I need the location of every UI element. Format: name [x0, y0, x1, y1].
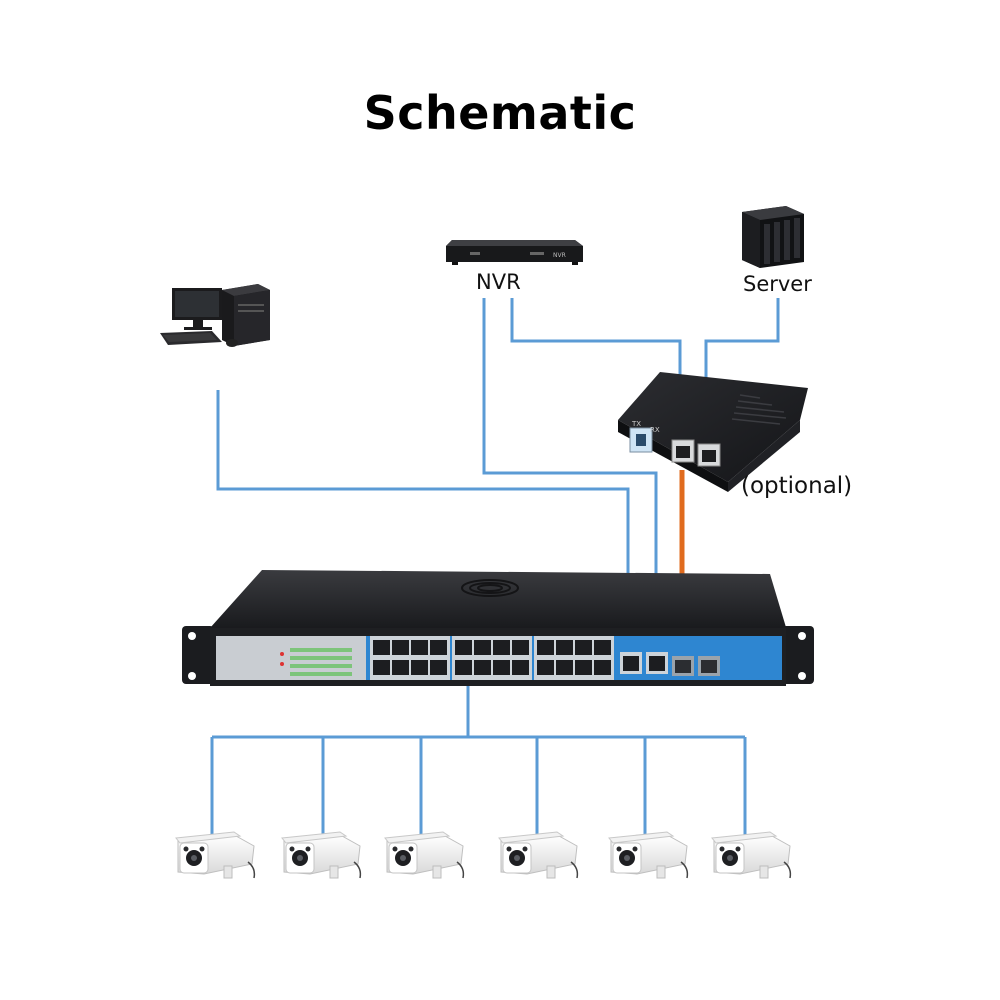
nvr-icon: NVR — [446, 240, 583, 265]
poe-switch-icon — [182, 570, 814, 686]
cable-pc-switch — [216, 390, 630, 645]
cameras — [175, 831, 792, 879]
bullet-camera-icon — [281, 831, 362, 879]
page-title: Schematic — [363, 86, 637, 140]
server-label: Server — [743, 272, 812, 296]
nvr-badge: NVR — [553, 252, 566, 259]
optional-label: (optional) — [741, 473, 853, 499]
bullet-camera-icon — [175, 831, 256, 879]
nvr-label: NVR — [476, 270, 521, 294]
port-led-grid — [290, 648, 352, 676]
cable-nvr-switch — [482, 298, 658, 645]
pc-icon — [160, 284, 270, 347]
rj45-port-blocks — [370, 636, 614, 680]
bullet-camera-icon — [384, 831, 465, 879]
bullet-camera-icon — [498, 831, 579, 879]
converter-rx-label: RX — [650, 426, 660, 434]
server-rack-icon — [742, 206, 804, 268]
ethernet-cables — [210, 298, 780, 840]
media-converter-icon: TX RX — [618, 372, 808, 492]
fan-grille — [461, 579, 519, 597]
bullet-camera-icon — [711, 831, 792, 879]
converter-tx-label: TX — [631, 420, 641, 428]
bullet-camera-icon — [608, 831, 689, 879]
